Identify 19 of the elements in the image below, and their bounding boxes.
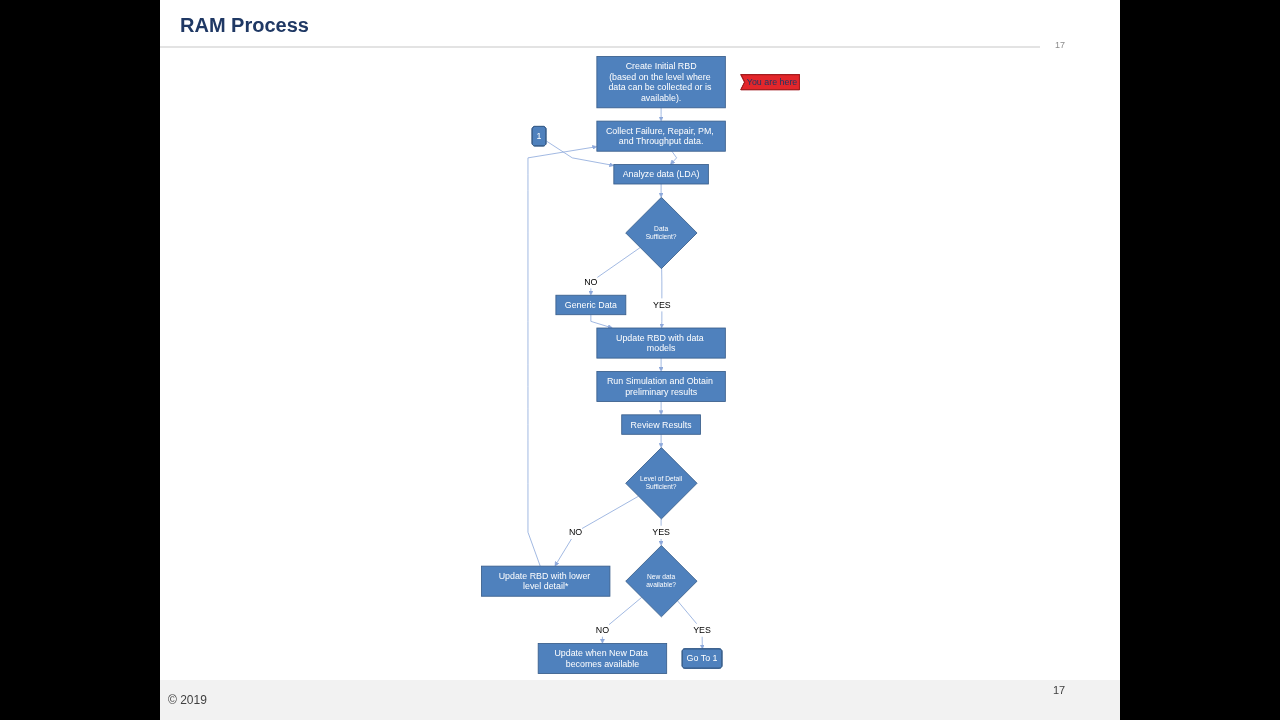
node-box: Generic Data	[555, 294, 626, 316]
copyright-notice: © 2019	[168, 693, 207, 707]
page-number: 17	[1055, 40, 1065, 50]
slide-title: RAM Process	[180, 14, 309, 37]
edge-label: NO	[568, 527, 582, 537]
node-box: Update when New Data becomes available	[537, 643, 667, 674]
edge-label: YES	[692, 625, 711, 635]
node-box: Create Initial RBD (based on the level where data can be collected or is available).	[595, 56, 726, 109]
node-box: Update RBD with lower level detail*	[480, 565, 610, 597]
edge-label: YES	[651, 527, 670, 537]
page-number: 17	[1053, 684, 1066, 696]
node-box: Collect Failure, Repair, PM, and Throughput data.	[595, 120, 726, 152]
node-box: Run Simulation and Obtain preliminary results	[595, 371, 726, 402]
edge-label: NO	[595, 625, 609, 635]
node-box: Analyze data (LDA)	[612, 164, 709, 185]
edge-label: NO	[583, 276, 598, 287]
node-box: Review Results	[620, 414, 701, 435]
node-box: Update RBD with data models	[595, 327, 726, 359]
edge-label: YES	[652, 299, 671, 310]
